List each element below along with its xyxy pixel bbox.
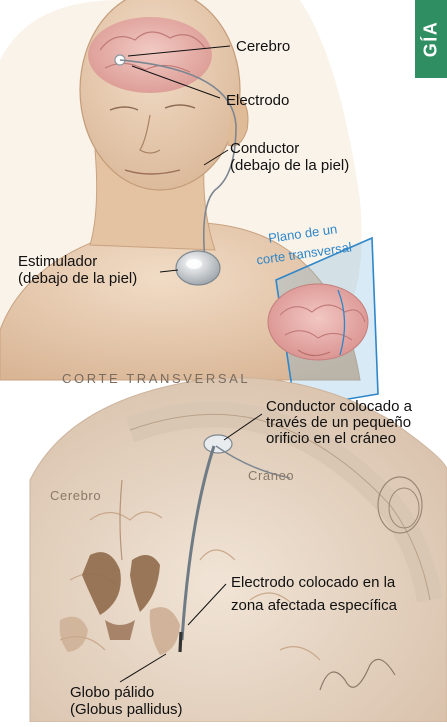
section-tab-text: GÍA	[421, 21, 442, 58]
brain-in-head	[88, 17, 212, 93]
label-electrodo-colocado: Electrodo colocado en la	[231, 574, 395, 591]
section-tab: GÍA	[415, 0, 447, 78]
small-brain	[268, 284, 368, 360]
label-cerebro-section: Cerebro	[50, 487, 101, 504]
label-conductor-colocado-3: orificio en el cráneo	[266, 430, 396, 447]
label-conductor-colocado-2: través de un pequeño	[266, 414, 411, 431]
label-craneo: Cráneo	[248, 467, 294, 484]
label-conductor: Conductor	[230, 140, 299, 157]
label-estimulador: Estimulador	[18, 253, 97, 270]
label-corte-transversal: CORTE TRANSVERSAL	[62, 370, 250, 387]
label-conductor-colocado: Conductor colocado a	[266, 398, 412, 415]
label-globo-palido: Globo pálido	[70, 684, 154, 701]
label-electrodo: Electrodo	[226, 92, 289, 109]
label-electrodo-colocado-2: zona afectada específica	[231, 597, 397, 614]
label-estimulador-sub: (debajo de la piel)	[18, 270, 137, 287]
label-conductor-sub: (debajo de la piel)	[230, 157, 349, 174]
label-globus-pallidus: (Globus pallidus)	[70, 701, 183, 718]
label-cerebro: Cerebro	[236, 38, 290, 55]
